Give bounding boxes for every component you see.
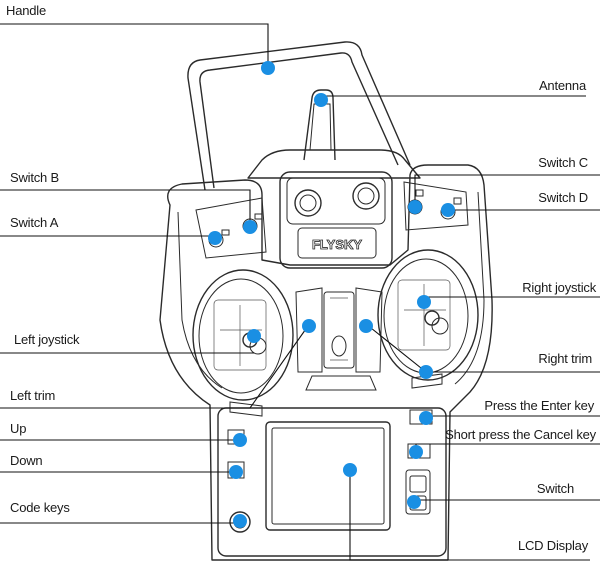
- transmitter-body: [159, 164, 493, 561]
- callout-dot-switch-d: [441, 203, 455, 217]
- right-gimbal: [377, 249, 479, 381]
- callout-dot-up: [233, 433, 247, 447]
- brand-logo: FLYSKY: [312, 237, 362, 252]
- left-gimbal: [192, 269, 294, 401]
- callout-dot-down: [229, 465, 243, 479]
- leader-lines: [0, 23, 600, 561]
- label-handle: Handle: [6, 3, 46, 18]
- label-switch-a: Switch A: [10, 215, 59, 230]
- callout-dot-center-trim-left: [302, 319, 316, 333]
- callout-dot-right-joystick: [417, 295, 431, 309]
- label-code-keys: Code keys: [10, 500, 70, 515]
- label-switch: Switch: [536, 481, 574, 496]
- callout-dot-center-trim-right: [359, 319, 373, 333]
- label-down: Down: [10, 453, 43, 468]
- label-lcd-display: LCD Display: [517, 538, 588, 553]
- callout-dot-switch-b: [243, 220, 257, 234]
- callout-dot-switch-a: [208, 231, 222, 245]
- callout-dot-lcd: [343, 463, 357, 477]
- label-left-joystick: Left joystick: [14, 332, 80, 347]
- callout-dot-handle: [261, 61, 275, 75]
- callout-dot-cancel-key: [409, 445, 423, 459]
- label-right-trim: Right trim: [538, 351, 592, 366]
- label-left-trim: Left trim: [10, 388, 56, 403]
- handle: [187, 41, 411, 191]
- top-panel: FLYSKY: [247, 149, 421, 269]
- label-short-press-cancel: Short press the Cancel key: [445, 427, 596, 442]
- callout-dot-code-keys: [233, 514, 247, 528]
- callout-dots: [208, 61, 455, 528]
- lcd-panel: [217, 407, 447, 557]
- label-switch-b: Switch B: [10, 170, 59, 185]
- label-switch-c: Switch C: [538, 155, 588, 170]
- label-up: Up: [10, 421, 27, 436]
- label-right-joystick: Right joystick: [522, 280, 596, 295]
- label-antenna: Antenna: [538, 78, 586, 93]
- callout-dot-left-joystick: [247, 329, 261, 343]
- callout-dot-switch: [407, 495, 421, 509]
- callout-dot-right-trim: [419, 365, 433, 379]
- center-trims: [295, 287, 383, 391]
- label-switch-d: Switch D: [538, 190, 588, 205]
- callout-dot-antenna: [314, 93, 328, 107]
- label-press-enter: Press the Enter key: [484, 398, 594, 413]
- callout-dot-switch-c: [408, 200, 422, 214]
- callout-dot-enter-key: [419, 411, 433, 425]
